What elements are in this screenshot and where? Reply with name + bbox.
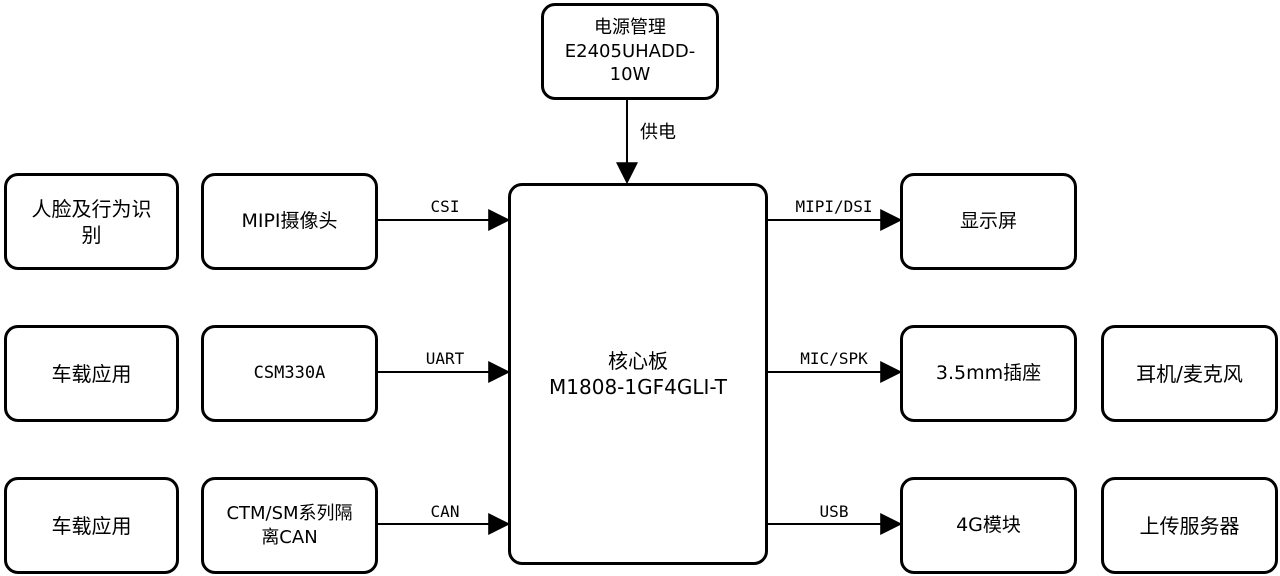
supply-label: 供电: [640, 122, 676, 143]
power-management-label: 电源管理 E2405UHADD- 10W: [564, 17, 696, 86]
vehicle-app-label-1: 车载应用: [51, 361, 132, 386]
uart-label: UART: [425, 349, 465, 368]
mipi-camera-box: MIPI摄像头: [201, 173, 378, 270]
display-label: 显示屏: [959, 210, 1017, 233]
headset-box: 耳机/麦克风: [1101, 325, 1278, 422]
upload-server-label: 上传服务器: [1139, 513, 1240, 538]
power-management-box: 电源管理 E2405UHADD- 10W: [541, 3, 719, 100]
core-board-box: 核心板 M1808-1GF4GLI-T: [508, 183, 768, 565]
4g-module-label: 4G模块: [956, 514, 1021, 537]
display-box: 显示屏: [900, 173, 1077, 270]
dsi-label: MIPI/DSI: [795, 197, 873, 216]
usb-label: USB: [819, 502, 849, 521]
vehicle-app-label-2: 车载应用: [51, 513, 132, 538]
audio-jack-label: 3.5mm插座: [935, 362, 1042, 385]
csm330a-box: CSM330A: [201, 325, 378, 422]
ctm-can-label: CTM/SM系列隔 离CAN: [226, 503, 353, 548]
mic-spk-label: MIC/SPK: [800, 349, 868, 368]
audio-jack-box: 3.5mm插座: [900, 325, 1077, 422]
mipi-camera-label: MIPI摄像头: [241, 210, 338, 233]
face-recognition-label: 人脸及行为识 别: [31, 196, 152, 247]
csi-label: CSI: [430, 197, 460, 216]
face-recognition-box: 人脸及行为识 别: [4, 173, 179, 270]
4g-module-box: 4G模块: [900, 477, 1077, 574]
vehicle-app-box-1: 车载应用: [4, 325, 179, 422]
ctm-can-box: CTM/SM系列隔 离CAN: [201, 477, 378, 574]
vehicle-app-box-2: 车载应用: [4, 477, 179, 574]
core-board-label: 核心板 M1808-1GF4GLI-T: [549, 349, 727, 399]
csm330a-label: CSM330A: [253, 363, 326, 384]
can-label: CAN: [430, 502, 460, 521]
headset-label: 耳机/麦克风: [1136, 361, 1243, 386]
upload-server-box: 上传服务器: [1101, 477, 1278, 574]
